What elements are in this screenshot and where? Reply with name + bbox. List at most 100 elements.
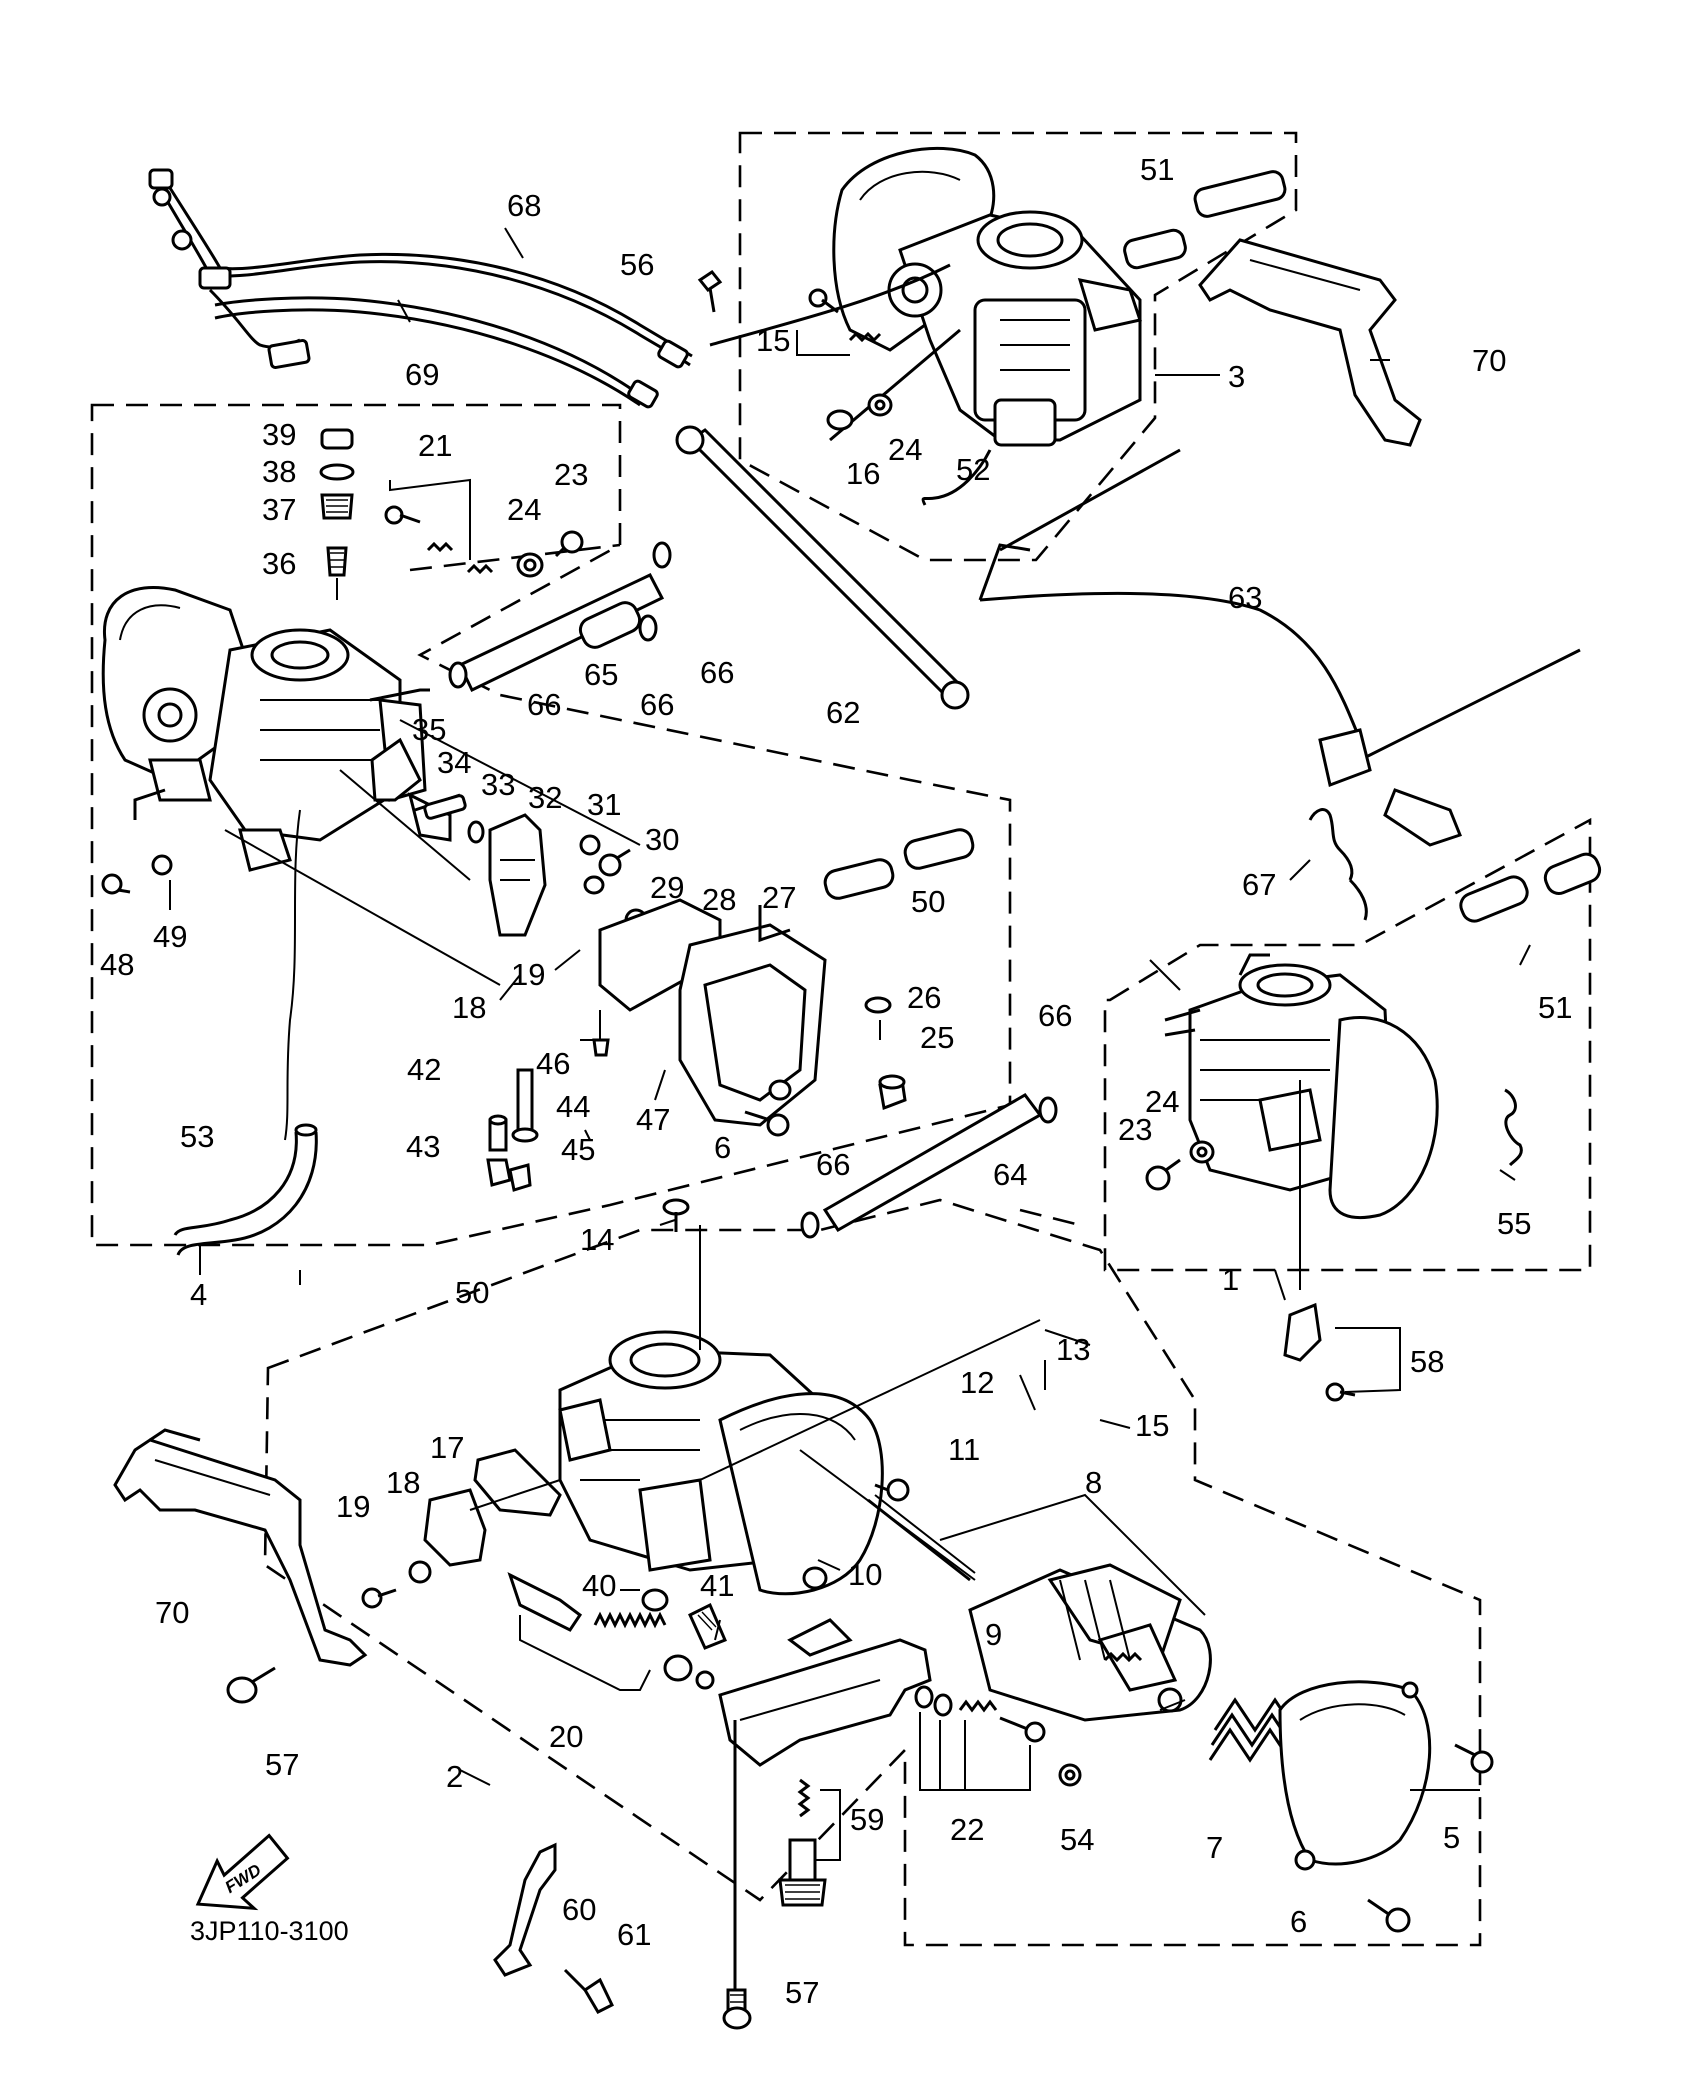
choke-rod-63 (978, 448, 1581, 847)
throttle-link-62 (675, 425, 970, 710)
callout-18-lower: 18 (386, 1465, 420, 1500)
callout-51-right: 51 (1538, 990, 1572, 1025)
leader-lines (169, 359, 1531, 1791)
fuel-pipe-51-top (1123, 170, 1287, 270)
callout-66-a: 66 (527, 687, 561, 722)
callout-66-e: 66 (816, 1147, 850, 1182)
callout-55: 55 (1497, 1206, 1531, 1241)
callout-65: 65 (584, 657, 618, 692)
callout-57-left: 57 (265, 1747, 299, 1782)
carburetor-assembly-1 (1164, 953, 1439, 1290)
callout-6-lower: 6 (1290, 1904, 1307, 1939)
callout-27: 27 (762, 880, 796, 915)
fwd-arrow: FWD (195, 1833, 290, 1911)
screw-56 (697, 269, 723, 313)
callout-11: 11 (948, 1432, 980, 1467)
callout-66-c: 66 (700, 655, 734, 690)
bracket-58 (1283, 1302, 1401, 1402)
callout-52: 52 (956, 452, 990, 487)
callout-7: 7 (1206, 1830, 1223, 1865)
screw-5 (1454, 1743, 1494, 1774)
callout-51-top: 51 (1140, 152, 1174, 187)
bracket-70-top (1198, 238, 1422, 447)
o-ring-66-upper (448, 541, 672, 689)
base-plate-59 (718, 1618, 932, 1907)
callout-1: 1 (1222, 1262, 1239, 1297)
washer-24-left (516, 552, 544, 578)
callout-9: 9 (985, 1617, 1002, 1652)
callout-66-b: 66 (640, 687, 674, 722)
fuel-pipe-50-mid (823, 828, 975, 900)
callout-21: 21 (418, 428, 452, 463)
drawing-code: 3JP110-3100 (190, 1916, 349, 1946)
callout-63: 63 (1228, 580, 1262, 615)
callout-23-left: 23 (554, 457, 588, 492)
callout-19-upper: 19 (511, 957, 545, 992)
callout-16: 16 (846, 456, 880, 491)
callout-57-lower: 57 (785, 1975, 819, 2010)
callout-18-upper: 18 (452, 990, 486, 1025)
callout-14: 14 (580, 1222, 614, 1257)
float-needle-parts-36-39 (319, 428, 355, 600)
callout-5: 5 (1443, 1820, 1460, 1855)
callout-46: 46 (536, 1046, 570, 1081)
spring-clip-55 (1504, 1088, 1523, 1167)
callout-20: 20 (549, 1719, 583, 1754)
callout-38: 38 (262, 454, 296, 489)
spring-clip-67 (1308, 808, 1368, 921)
screw-11 (874, 1478, 910, 1502)
callout-37: 37 (262, 492, 296, 527)
callout-34: 34 (437, 745, 471, 780)
callout-15-top: 15 (756, 323, 790, 358)
callout-17: 17 (430, 1430, 464, 1465)
callout-66-d: 66 (1038, 998, 1072, 1033)
fuel-hose-64 (800, 1093, 1058, 1239)
screw-6-lower (1367, 1898, 1411, 1933)
callout-69: 69 (405, 357, 439, 392)
callout-24-right: 24 (1145, 1084, 1179, 1119)
pilot-screw-21 (384, 478, 494, 575)
screw-48-washer-49 (101, 854, 173, 895)
o-ring-10 (802, 1566, 828, 1590)
fuel-hose-65 (457, 573, 665, 693)
callout-54: 54 (1060, 1822, 1094, 1857)
carburetor-assembly-2 (558, 1225, 1041, 1596)
callout-50-upper: 50 (911, 884, 945, 919)
callout-70-top: 70 (1472, 343, 1506, 378)
screw-57-left (226, 1666, 276, 1704)
screw-14 (662, 1198, 690, 1232)
callout-50-lower: 50 (455, 1275, 489, 1310)
callout-24-top: 24 (888, 432, 922, 467)
nut-54 (1058, 1763, 1082, 1787)
fuel-pipe-51-right (1459, 852, 1602, 923)
callout-36: 36 (262, 546, 296, 581)
callout-61: 61 (617, 1917, 651, 1952)
callout-67: 67 (1242, 867, 1276, 902)
callout-42: 42 (407, 1052, 441, 1087)
callout-labels: 1 2 3 4 5 6 6 7 8 9 10 11 12 13 14 15 15… (100, 152, 1572, 2010)
screw-spring-15-top (796, 288, 882, 356)
callout-53: 53 (180, 1119, 214, 1154)
jets-42-46 (486, 1010, 610, 1192)
callout-12: 12 (960, 1365, 994, 1400)
callout-70-lower: 70 (155, 1595, 189, 1630)
callout-58: 58 (1410, 1344, 1444, 1379)
callout-8: 8 (1085, 1465, 1102, 1500)
callout-45: 45 (561, 1132, 595, 1167)
callout-19-lower: 19 (336, 1489, 370, 1524)
callout-39: 39 (262, 417, 296, 452)
callout-35: 35 (412, 712, 446, 747)
callout-13: 13 (1056, 1332, 1090, 1367)
screw-57-lower (722, 1720, 752, 2030)
callout-3: 3 (1228, 359, 1245, 394)
callout-24-left: 24 (507, 492, 541, 527)
callout-43: 43 (406, 1129, 440, 1164)
callout-49: 49 (153, 919, 187, 954)
callout-25: 25 (920, 1020, 954, 1055)
callout-60: 60 (562, 1892, 596, 1927)
callout-64: 64 (993, 1157, 1027, 1192)
callout-41: 41 (700, 1568, 734, 1603)
callout-6-mid: 6 (714, 1130, 731, 1165)
callout-28: 28 (702, 882, 736, 917)
